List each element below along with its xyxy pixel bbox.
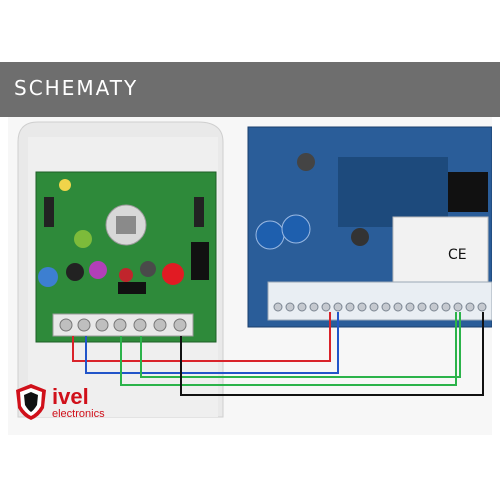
wiring-diagram-photo: CE bbox=[8, 117, 492, 435]
wire-black bbox=[180, 312, 484, 396]
detector-pcb bbox=[35, 171, 217, 343]
shield-icon bbox=[16, 384, 46, 420]
brand-tagline: electronics bbox=[52, 408, 105, 420]
brand-logo: ivel electronics bbox=[14, 380, 164, 428]
alarm-panel-pcb: CE bbox=[247, 126, 492, 328]
svg-text:CE: CE bbox=[448, 247, 467, 263]
brand-name: ivel bbox=[52, 384, 89, 409]
wire-blue bbox=[85, 312, 339, 374]
wire-red bbox=[72, 312, 331, 362]
page-title: SCHEMATY bbox=[14, 76, 139, 100]
title-bar: SCHEMATY bbox=[0, 62, 500, 117]
wire-green-2 bbox=[140, 312, 461, 378]
wire-green-1 bbox=[120, 312, 457, 386]
wiring bbox=[72, 312, 484, 396]
